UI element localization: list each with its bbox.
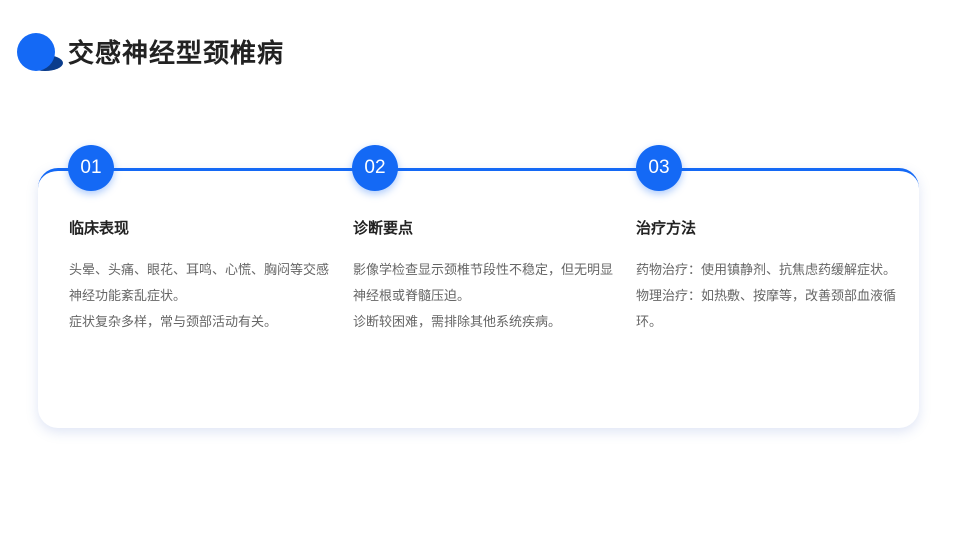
section-text: 头晕、头痛、眼花、耳鸣、心慌、胸闷等交感神经功能紊乱症状。 <box>69 263 330 304</box>
logo-icon <box>17 33 63 73</box>
section-text: 影像学检查显示颈椎节段性不稳定，但无明显神经根或脊髓压迫。 <box>353 263 614 304</box>
section-heading: 诊断要点 <box>353 219 414 237</box>
page-title: 交感神经型颈椎病 <box>68 39 285 69</box>
section-text: 症状复杂多样，常与颈部活动有关。 <box>69 315 278 330</box>
section-clinical: 临床表现 头晕、头痛、眼花、耳鸣、心慌、胸闷等交感神经功能紊乱症状。 症状复杂多… <box>69 216 331 336</box>
section-diagnosis: 诊断要点 影像学检查显示颈椎节段性不稳定，但无明显神经根或脊髓压迫。 诊断较困难… <box>353 216 615 336</box>
section-treatment: 治疗方法 药物治疗：使用镇静剂、抗焦虑药缓解症状。 物理治疗：如热敷、按摩等，改… <box>636 216 898 336</box>
content-card <box>38 168 919 428</box>
step-number-1: 01 <box>68 145 114 191</box>
section-heading: 治疗方法 <box>636 219 697 237</box>
section-text: 物理治疗：如热敷、按摩等，改善颈部血液循环。 <box>636 289 897 330</box>
section-text: 药物治疗：使用镇静剂、抗焦虑药缓解症状。 <box>636 263 897 278</box>
section-heading: 临床表现 <box>69 219 130 237</box>
step-number-2: 02 <box>352 145 398 191</box>
step-number-3: 03 <box>636 145 682 191</box>
section-text: 诊断较困难，需排除其他系统疾病。 <box>353 315 562 330</box>
